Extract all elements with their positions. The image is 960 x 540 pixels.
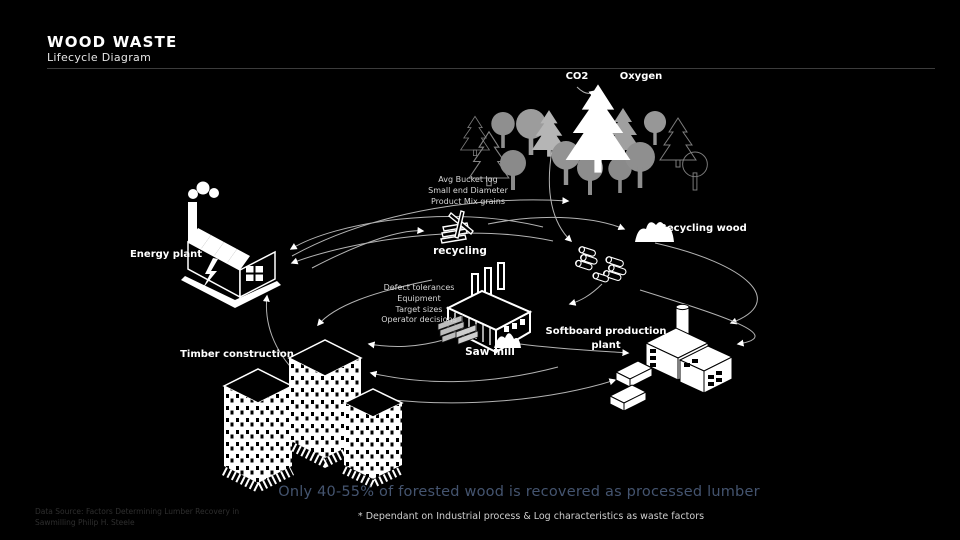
- co2-label: CO2: [565, 71, 589, 82]
- energy-plant-factory-icon: [181, 181, 281, 308]
- wood-chip-pile-icon: [635, 221, 674, 242]
- saw-mill-factory-icon: [437, 262, 533, 354]
- log-characteristics-note: Avg Bucket log Small end Diameter Produc…: [428, 175, 508, 206]
- timber-towers-icon: [221, 339, 404, 494]
- sawdust-pile-icon: [494, 333, 521, 348]
- energy-plant-label: Energy plant: [129, 249, 203, 260]
- co2-oxygen-arrow-icon: [576, 86, 597, 98]
- log-bundles-icon: [575, 246, 627, 283]
- oxygen-label: Oxygen: [619, 71, 663, 82]
- mill-factors-note: Defect tolerances Equipment Target sizes…: [381, 283, 457, 325]
- header-divider: [47, 68, 935, 69]
- softboard-plant-label: Softboard production plant: [545, 326, 667, 351]
- lifecycle-flow-arrows: [262, 86, 758, 404]
- saw-mill-label: Saw mill: [465, 346, 515, 358]
- timber-construction-label: Timber construction: [180, 349, 294, 360]
- recycling-label: recycling: [433, 245, 487, 257]
- recycling-wood-label: Recycling wood: [659, 223, 747, 234]
- headline-statistic: Only 40-55% of forested wood is recovere…: [278, 484, 760, 500]
- recycling-logs-icon: [440, 210, 474, 244]
- lumber-stack-icon: [455, 324, 479, 345]
- softboard-panels-icon: [608, 360, 654, 412]
- data-source: Data Source: Factors Determining Lumber …: [35, 507, 240, 527]
- softboard-factory-icon: [644, 303, 734, 394]
- page-title: WOOD WASTE: [47, 33, 178, 51]
- page-subtitle: Lifecycle Diagram: [47, 51, 152, 64]
- footnote: * Dependant on Industrial process & Log …: [357, 511, 705, 522]
